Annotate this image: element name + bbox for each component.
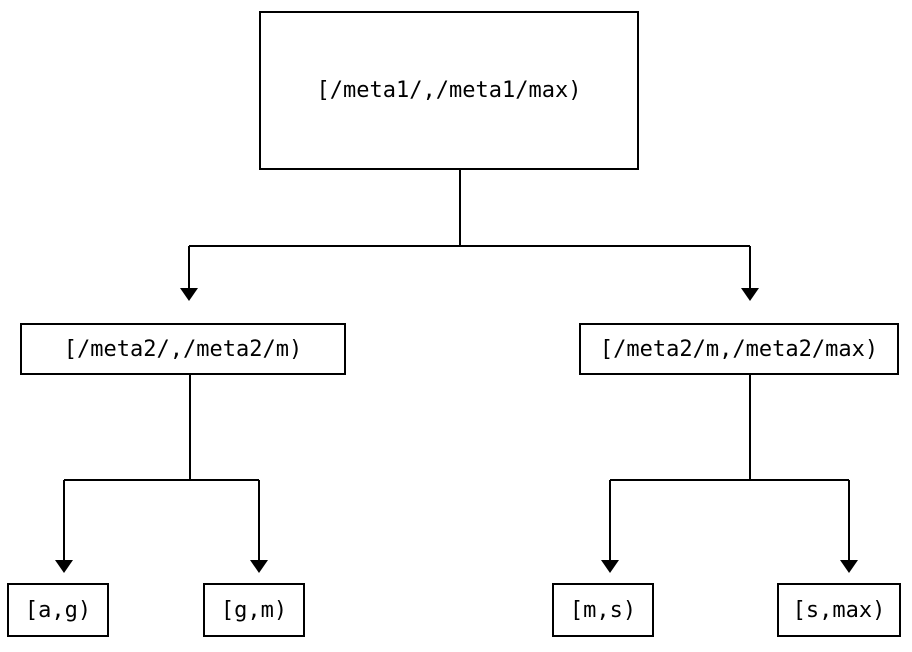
node-label-mid-left: [/meta2/,/meta2/m) xyxy=(64,337,302,362)
tree-node-root[interactable]: [/meta1/,/meta1/max) xyxy=(258,10,640,171)
nodes-layer: [/meta1/,/meta1/max) [/meta2/,/meta2/m) [/… xyxy=(6,10,902,638)
tree-node-mid-right[interactable]: [/meta2/m,/meta2/max) xyxy=(578,322,900,376)
edge-midright-smax xyxy=(748,374,858,573)
node-box-root[interactable] xyxy=(258,10,640,171)
edge-arrowhead-icon xyxy=(741,288,759,301)
node-box-mid-right[interactable] xyxy=(578,322,900,376)
node-box-mid-left[interactable] xyxy=(19,322,347,376)
node-label-leaf-ms: [m,s) xyxy=(570,598,636,623)
tree-node-leaf-ms[interactable]: [m,s) xyxy=(551,582,655,638)
node-label-leaf-smax: [s,max) xyxy=(793,598,886,623)
node-label-leaf-gm: [g,m) xyxy=(221,598,287,623)
edges-layer xyxy=(55,169,858,573)
node-box-leaf-gm[interactable] xyxy=(202,582,306,638)
node-box-leaf-ms[interactable] xyxy=(551,582,655,638)
node-label-mid-right: [/meta2/m,/meta2/max) xyxy=(600,337,878,362)
edge-arrowhead-icon xyxy=(601,560,619,573)
node-label-leaf-ag: [a,g) xyxy=(25,598,91,623)
edge-midleft-gm xyxy=(188,374,268,573)
edge-arrowhead-icon xyxy=(250,560,268,573)
node-box-leaf-ag[interactable] xyxy=(6,582,110,638)
tree-node-mid-left[interactable]: [/meta2/,/meta2/m) xyxy=(19,322,347,376)
edge-midright-ms xyxy=(601,374,752,573)
tree-node-leaf-smax[interactable]: [s,max) xyxy=(776,582,902,638)
node-box-leaf-smax[interactable] xyxy=(776,582,902,638)
edge-arrowhead-icon xyxy=(55,560,73,573)
node-label-root: [/meta1/,/meta1/max) xyxy=(317,78,582,103)
edge-midleft-ag xyxy=(55,374,192,573)
edge-root-midright xyxy=(458,169,759,301)
edge-root-midleft xyxy=(180,169,462,301)
edge-arrowhead-icon xyxy=(840,560,858,573)
tree-node-leaf-ag[interactable]: [a,g) xyxy=(6,582,110,638)
tree-node-leaf-gm[interactable]: [g,m) xyxy=(202,582,306,638)
edge-arrowhead-icon xyxy=(180,288,198,301)
